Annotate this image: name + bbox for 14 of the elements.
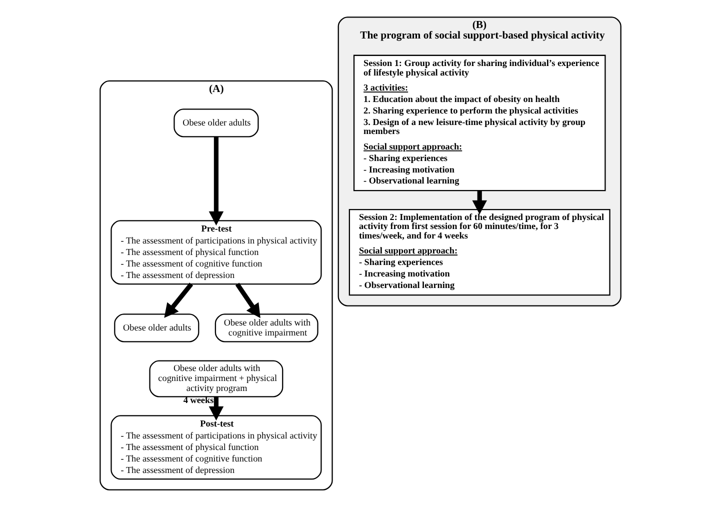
arrow xyxy=(164,282,193,318)
arrow xyxy=(472,190,486,214)
arrow xyxy=(234,282,260,318)
node-box: Obese older adults with cognitive impairment + physical activity program xyxy=(148,360,283,398)
node-box: Obese older adults with cognitive impairment xyxy=(214,314,318,342)
node-box: Obese older adults xyxy=(173,108,258,138)
node-box: Post-test - The assessment of participations in physical activity - The assessment of physical function - The assessment of cognitive function - The assessment of depression xyxy=(110,415,322,480)
node-box: Pre-test - The assessment of participations in physical activity - The assessment of physical function - The assessment of cognitive function - The assessment of depression xyxy=(110,220,322,285)
node-box: Session 1: Group activity for sharing individual’s experience of lifestyle physical activity 3 activities: 1. Education about the impact of obesity on health 2. Sharing experience to perform the physical activities 3. Design of a new leisure-time physical activity by group members Social support approach: - Sharing experiences - Increasing motivation - Observational learning xyxy=(352,54,606,192)
edge-label: 4 weeks xyxy=(182,394,214,405)
node-box: Obese older adults xyxy=(114,314,199,342)
arrow xyxy=(208,136,224,226)
arrow xyxy=(208,396,224,421)
node-box: Session 2: Implementation of the designed program of physical activity from first session for 60 minutes/time, for 3 times/week, and for 4 weeks Social support approach: - Sharing experiences - Increasing motivation - Observational learning xyxy=(348,209,610,296)
